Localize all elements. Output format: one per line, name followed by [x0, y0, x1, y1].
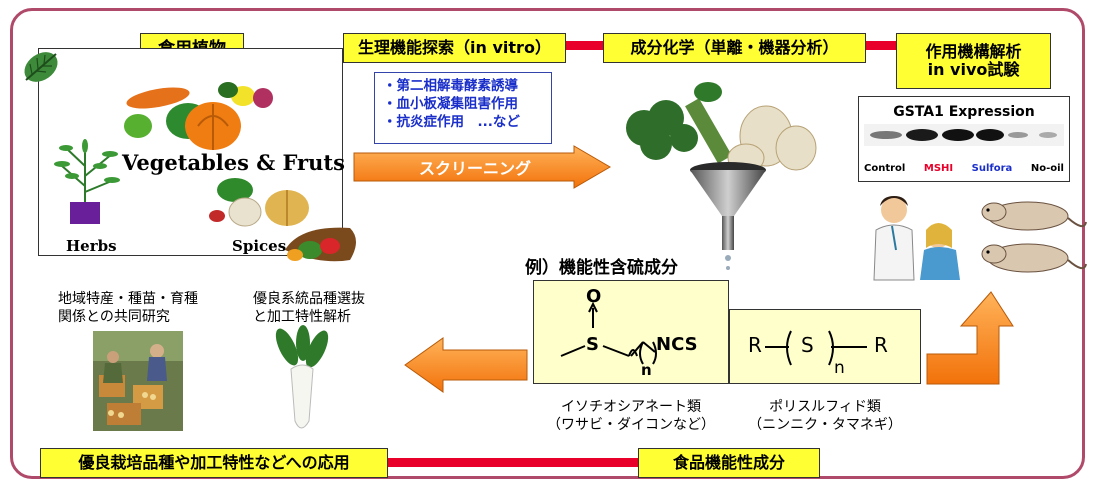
poly-caption: ポリスルフィド類 （ニンニク・タマネギ） [729, 398, 921, 434]
research-right-line2: と加工特性解析 [253, 309, 351, 326]
research-right: 優良系統品種選抜 と加工特性解析 [253, 290, 365, 326]
polysulfide-box [729, 309, 921, 384]
isothio-s: S [586, 334, 599, 355]
poly-r1: R [748, 333, 762, 357]
top-connector-1 [566, 41, 604, 50]
research-left-line1: 地域特産・種苗・育種 [58, 291, 198, 307]
screening-label: スクリーニング [418, 159, 531, 178]
herbs-label: Herbs [66, 237, 117, 255]
poly-caption-line2: （ニンニク・タマネギ） [748, 417, 902, 434]
functions-list: ・第二相解毒酵素誘導 ・血小板凝集阻害作用 ・抗炎症作用 ...など [374, 72, 552, 144]
isothio-caption-line1: イソチオシアネート類 [561, 399, 701, 415]
function-item: ・抗炎症作用 ...など [383, 114, 520, 131]
gsta-lane-nooil: No-oil [1030, 163, 1064, 174]
gsta-lane-sulfora: Sulfora [971, 163, 1013, 174]
isothio-n: n [641, 361, 652, 379]
spices-image [209, 178, 309, 227]
isothio-ncs: NCS [656, 334, 698, 355]
mechanism-box: 作用機構解析 in vivo試験 [896, 33, 1051, 89]
up-arrow [926, 291, 1014, 385]
gsta-lane-labels: Control MSHI Sulfora No-oil [864, 163, 1064, 174]
leaf-icon [24, 52, 58, 82]
functional-label: 食品機能性成分 [672, 452, 785, 472]
farm-photo [93, 331, 183, 431]
cornucopia-image [285, 227, 356, 262]
screening-arrow [353, 145, 611, 189]
research-left-line2: 関係との共同研究 [58, 309, 170, 326]
left-arrow [404, 337, 528, 393]
polysulfide-structure [765, 330, 867, 366]
vegetables-label: Vegetables & Fruts [122, 150, 345, 175]
herbs-image [54, 139, 120, 224]
gsta-lane-mshi: MSHI [923, 163, 954, 174]
mechanism-label-2: in vivo試験 [927, 60, 1020, 79]
functional-box: 食品機能性成分 [638, 448, 820, 478]
poly-s: S [801, 333, 814, 357]
rats-image [981, 201, 1087, 273]
gsta-title: GSTA1 Expression [893, 104, 1035, 120]
research-left: 地域特産・種苗・育種 関係との共同研究 [58, 290, 198, 326]
application-label: 優良栽培品種や加工特性などへの応用 [78, 452, 350, 472]
chemistry-box: 成分化学（単離・機器分析） [603, 33, 866, 63]
in-vitro-label: 生理機能探索（in vitro） [358, 37, 551, 57]
vegetables-image [124, 82, 273, 150]
poly-r2: R [874, 333, 888, 357]
research-right-line1: 優良系統品種選抜 [253, 291, 365, 307]
poly-caption-line1: ポリスルフィド類 [769, 399, 881, 415]
funnel-icon [690, 162, 766, 270]
in-vitro-box: 生理機能探索（in vitro） [343, 33, 566, 63]
spices-label: Spices [232, 237, 287, 255]
bottom-connector [388, 458, 638, 467]
gsta-lane-control: Control [864, 163, 906, 174]
gsta-blot [864, 124, 1064, 146]
doctor-patient-image [873, 196, 960, 281]
top-connector-2 [866, 41, 896, 50]
mechanism-label-1: 作用機構解析 [925, 41, 1022, 61]
example-title: 例）機能性含硫成分 [525, 258, 678, 278]
poly-n: n [834, 358, 845, 378]
function-item: ・第二相解毒酵素誘導 [383, 78, 518, 94]
application-box: 優良栽培品種や加工特性などへの応用 [40, 448, 388, 478]
daikon-image [275, 325, 329, 429]
isothio-caption-line2: （ワサビ・ダイコンなど） [547, 417, 715, 434]
isothio-o: O [586, 286, 602, 307]
function-item: ・血小板凝集阻害作用 [383, 96, 518, 113]
isothio-caption: イソチオシアネート類 （ワサビ・ダイコンなど） [533, 398, 729, 434]
isothiocyanate-box [533, 280, 729, 384]
chemistry-label: 成分化学（単離・機器分析） [630, 37, 839, 57]
isothiocyanate-structure [560, 301, 657, 365]
